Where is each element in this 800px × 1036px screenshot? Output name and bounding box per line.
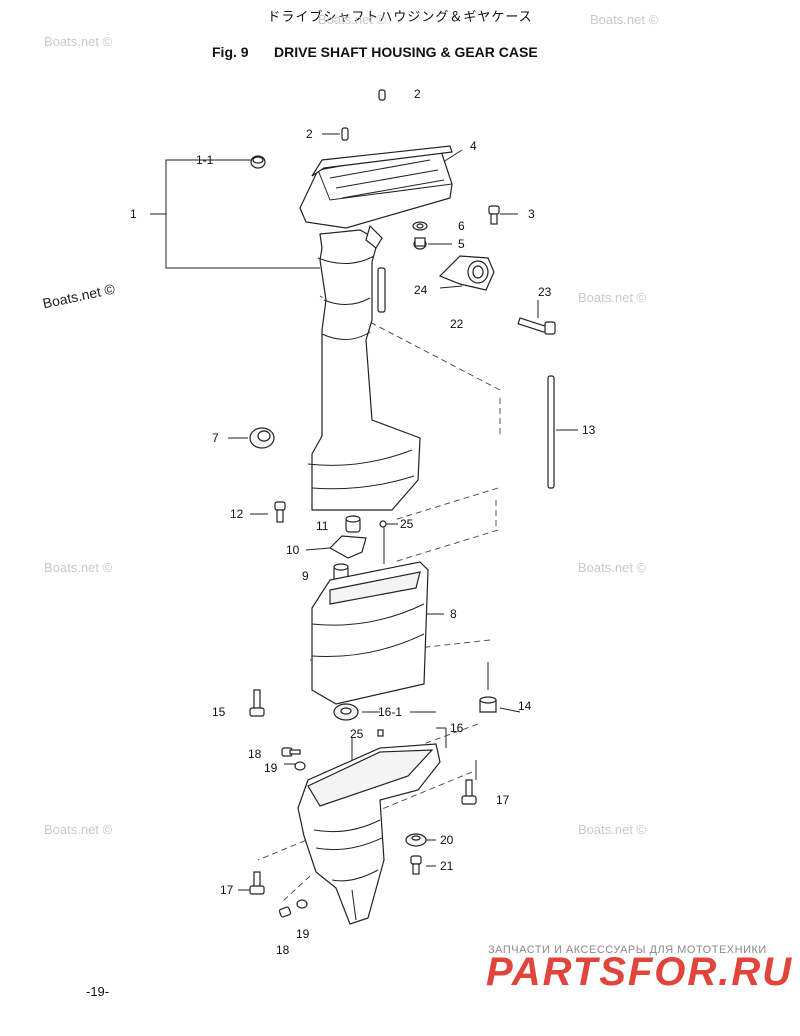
callout-23: 23 (538, 285, 552, 299)
callout-14: 14 (518, 699, 532, 713)
figure-title: DRIVE SHAFT HOUSING & GEAR CASE (274, 44, 538, 60)
watermark: Boats.net © (318, 12, 387, 27)
callout-17: 17 (220, 883, 234, 897)
callout-1-1: 1-1 (196, 153, 214, 167)
washer-part-6 (412, 221, 428, 231)
callout-16-1: 16-1 (378, 705, 402, 719)
grommet-part-1-1 (250, 155, 266, 169)
brand-tagline: ЗАПЧАСТИ И АКСЕССУАРЫ ДЛЯ МОТОТЕХНИКИ (488, 944, 767, 956)
watermark: Boats.net © (44, 34, 113, 49)
callout-2: 2 (414, 87, 421, 101)
brand-logo: PARTSFOR.RU (486, 950, 794, 994)
callout-labels: 2 2 1-1 1 4 3 6 5 24 23 22 7 13 12 11 25… (130, 87, 596, 957)
watermark: Boats.net © (44, 822, 113, 837)
callout-1: 1 (130, 207, 137, 221)
callout-19: 19 (264, 761, 278, 775)
nut-part-5 (413, 237, 427, 250)
callout-25: 25 (400, 517, 414, 531)
bolt-part-3 (488, 205, 500, 225)
callout-20: 20 (440, 833, 454, 847)
callout-3: 3 (528, 207, 535, 221)
gear-case-part-16 (297, 743, 441, 925)
callout-25: 25 (350, 727, 364, 741)
watermark: Boats.net © (44, 560, 113, 575)
watermark: Boats.net © (578, 822, 647, 837)
callout-24: 24 (414, 283, 428, 297)
pin-part-2 (378, 89, 386, 101)
bolt-part-17 (249, 871, 265, 895)
bolt-part-23 (517, 317, 556, 335)
callout-2: 2 (306, 127, 313, 141)
page-number: -19- (86, 984, 110, 999)
plate-part-10 (329, 535, 367, 559)
drive-shaft-housing-part-1 (299, 147, 453, 511)
washer-part-19 (296, 899, 308, 909)
callout-6: 6 (458, 219, 465, 233)
watermark: Boats.net © (578, 290, 647, 305)
callout-22: 22 (450, 317, 464, 331)
washer-part-20 (405, 833, 427, 847)
callout-18: 18 (276, 943, 290, 957)
washer-part-19 (294, 761, 306, 771)
pin-part-25 (377, 729, 384, 737)
screw-part-18 (281, 747, 301, 757)
nut-part-14 (479, 696, 497, 713)
callout-8: 8 (450, 607, 457, 621)
callout-9: 9 (302, 569, 309, 583)
gasket-part-4 (311, 145, 453, 177)
title-japanese: ドライブシャフトハウジング＆ギヤケース (267, 9, 533, 24)
screw-part-12 (274, 501, 286, 523)
callout-5: 5 (458, 237, 465, 251)
figure-number: Fig. 9 (212, 44, 249, 60)
screw-part-21 (410, 855, 422, 875)
callout-15: 15 (212, 705, 226, 719)
callout-18: 18 (248, 747, 262, 761)
callout-17: 17 (496, 793, 510, 807)
callout-4: 4 (470, 139, 477, 153)
callout-10: 10 (286, 543, 300, 557)
callout-13: 13 (582, 423, 596, 437)
callout-19: 19 (296, 927, 310, 941)
callout-21: 21 (440, 859, 454, 873)
pin-part-25 (379, 520, 387, 528)
grommet-part-7 (249, 427, 275, 449)
callout-7: 7 (212, 431, 219, 445)
screw-part-18 (278, 906, 292, 918)
water-tube-part-13 (547, 375, 555, 489)
pin-part-2 (341, 127, 349, 141)
callout-12: 12 (230, 507, 244, 521)
bolt-part-15 (249, 689, 265, 717)
oil-seal-part-16-1 (333, 703, 359, 721)
watermark: Boats.net © (590, 12, 659, 27)
callout-16: 16 (450, 721, 464, 735)
callout-11: 11 (316, 519, 329, 533)
extension-case-part-8 (311, 561, 429, 705)
watermark: Boats.net © (578, 560, 647, 575)
collar-part-11 (345, 515, 361, 533)
clamp-part-22 (438, 255, 495, 291)
bolt-part-17 (461, 779, 477, 805)
